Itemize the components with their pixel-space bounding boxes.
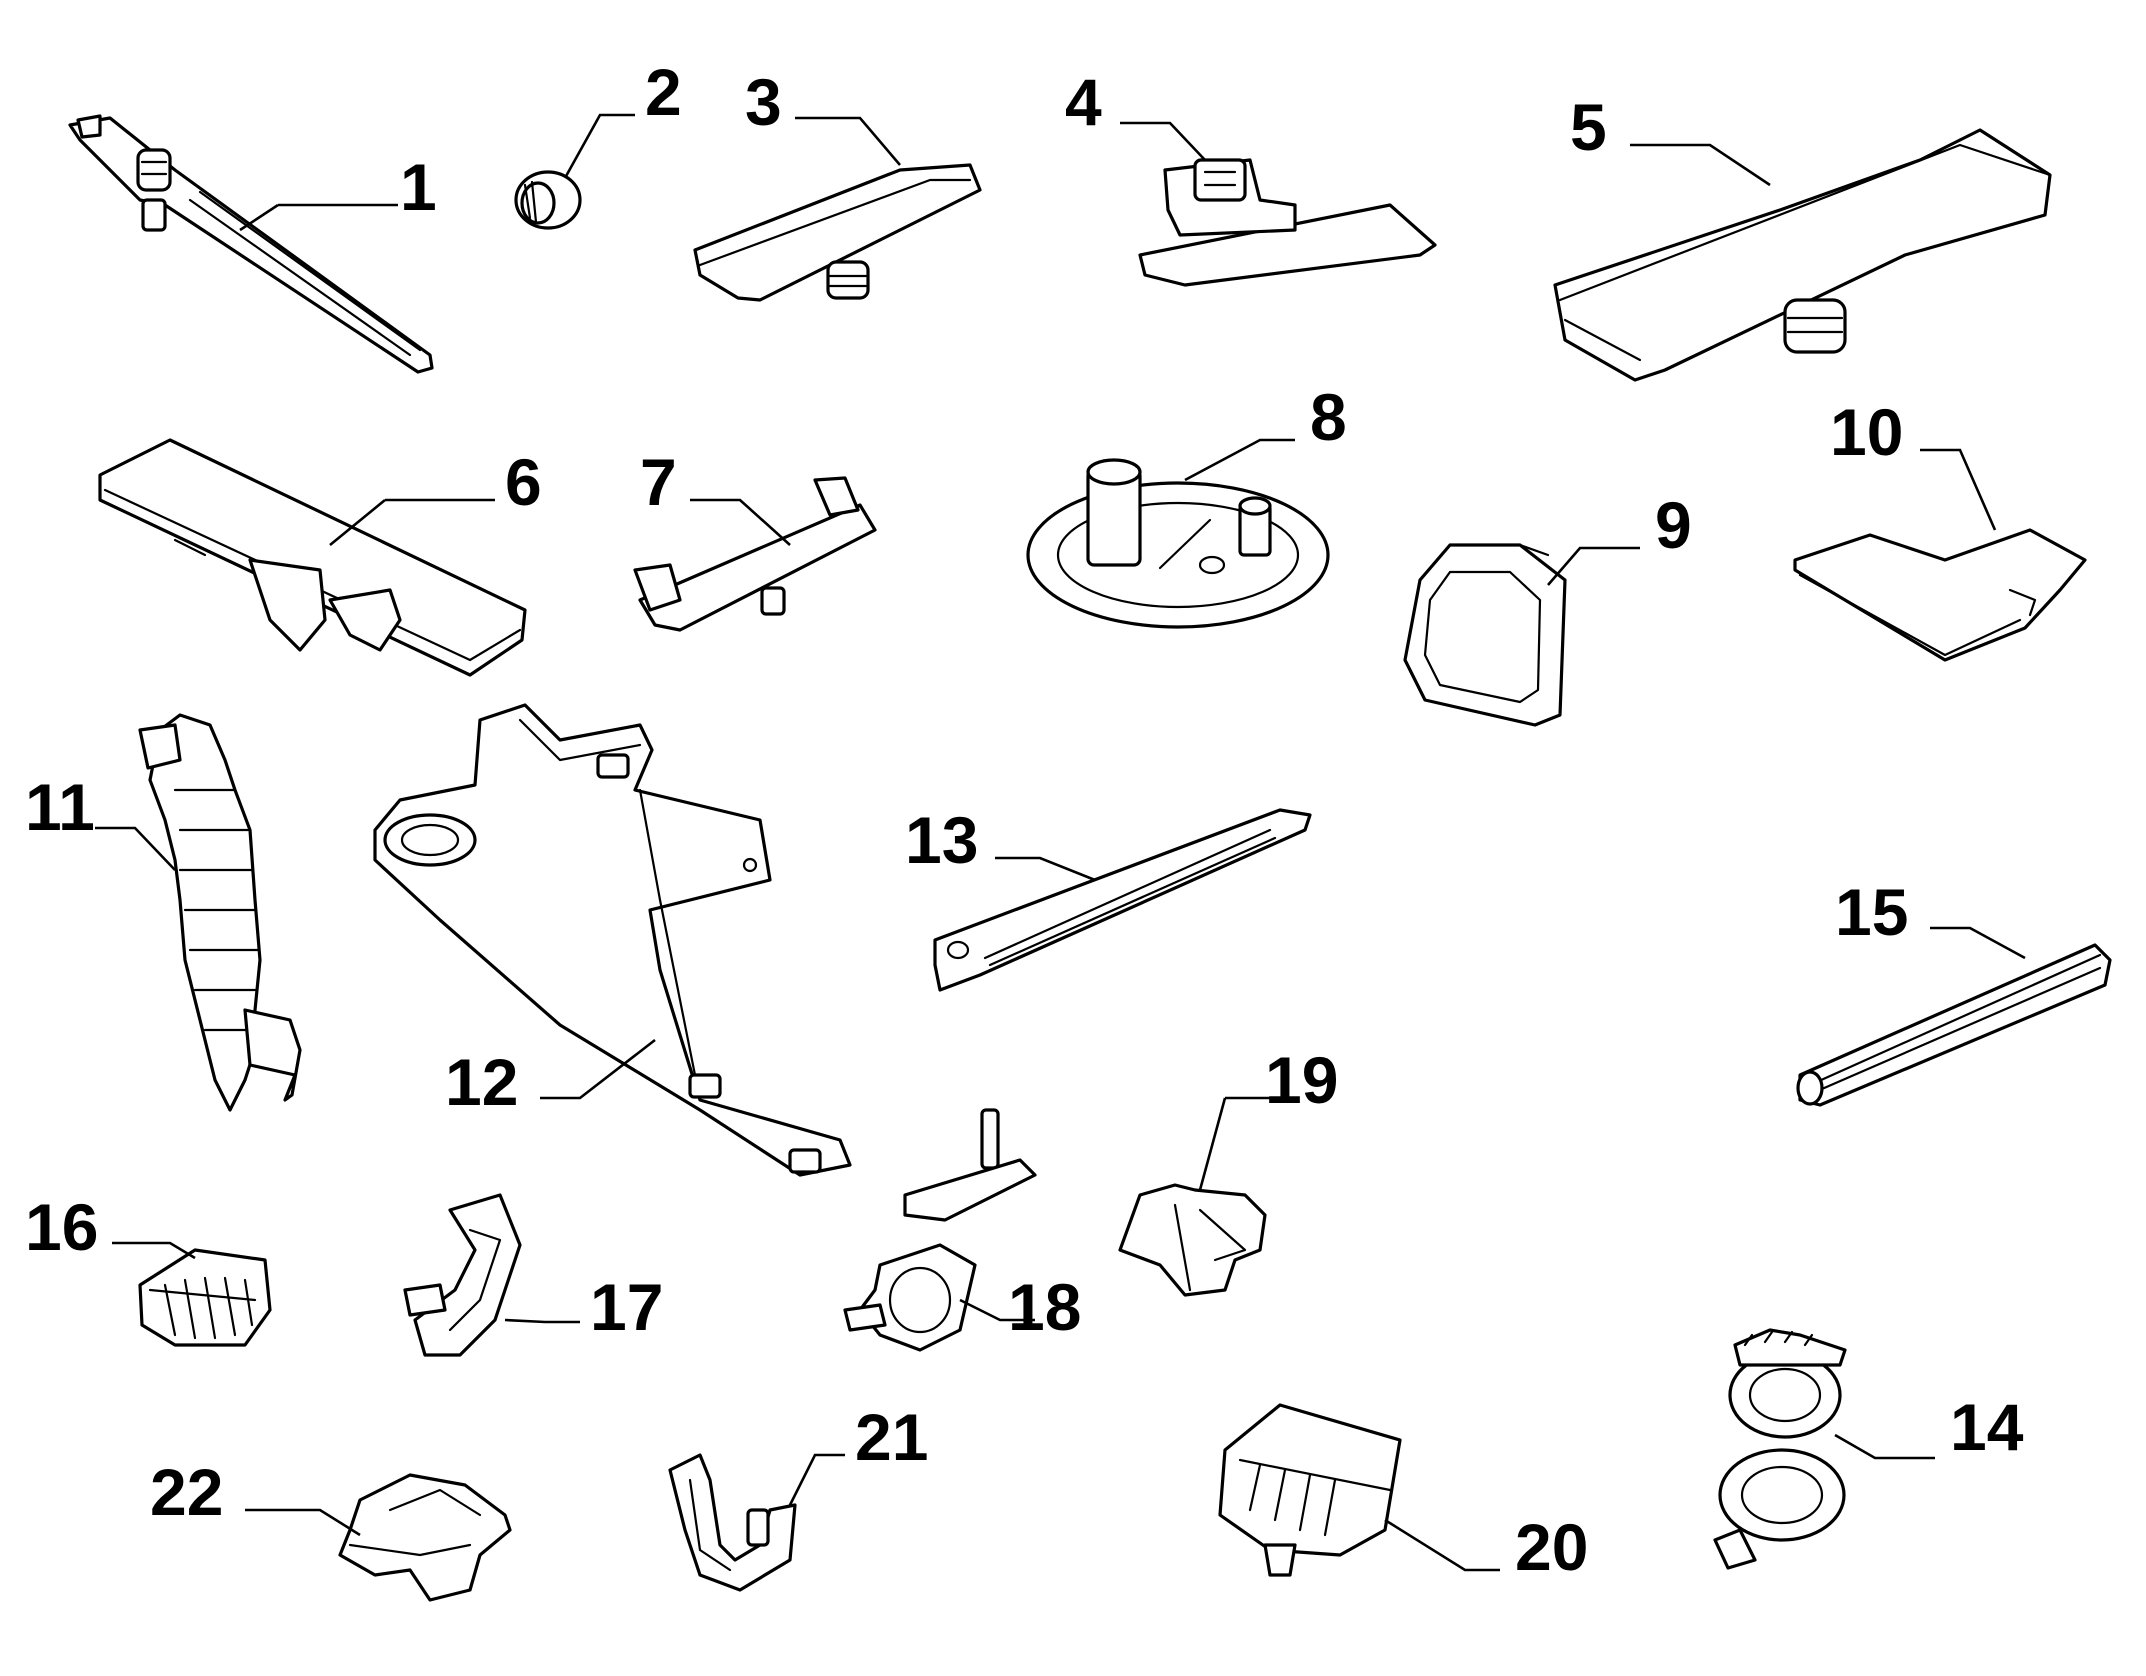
callout-14: 14 — [1950, 1390, 2024, 1464]
part-12-bracket — [373, 703, 852, 1177]
callout-12: 12 — [445, 1045, 518, 1119]
leader-19 — [1198, 1096, 1270, 1191]
callout-13: 13 — [905, 803, 978, 877]
leader-16 — [112, 1241, 196, 1260]
callout-16: 16 — [25, 1190, 98, 1264]
callout-22: 22 — [150, 1455, 223, 1529]
leader-9 — [1547, 546, 1640, 586]
leader-3 — [795, 116, 901, 166]
leader-13 — [995, 856, 1096, 882]
leader-18 — [959, 1298, 1035, 1322]
part-7-rail-clip — [633, 476, 877, 632]
callout-18: 18 — [1008, 1270, 1081, 1344]
leader-11 — [95, 826, 176, 871]
leader-5 — [1630, 143, 1771, 187]
leader-20 — [1384, 1518, 1500, 1572]
part-9-rect-grommet — [1403, 543, 1567, 727]
part-1-cable-tie — [68, 114, 434, 374]
callout-1: 1 — [400, 150, 437, 224]
leader-8 — [1184, 438, 1295, 482]
leader-15 — [1930, 926, 2026, 960]
leader-2 — [563, 113, 635, 179]
part-11-hose — [138, 713, 302, 1112]
leader-17 — [504, 1318, 580, 1324]
part-17-pipe-clip — [403, 1193, 522, 1357]
leader-10 — [1920, 448, 1997, 531]
callout-15: 15 — [1835, 875, 1908, 949]
callout-19: 19 — [1265, 1043, 1338, 1117]
leader-1 — [239, 203, 398, 232]
callout-17: 17 — [590, 1270, 663, 1344]
part-8-oval-grommet — [1026, 458, 1330, 629]
leader-7 — [690, 498, 791, 546]
callout-3: 3 — [745, 65, 782, 139]
part-2-grommet — [514, 170, 582, 230]
part-5-long-clip — [1553, 128, 2052, 382]
callout-6: 6 — [505, 445, 542, 519]
part-20-block-connector — [1218, 1403, 1402, 1577]
callout-4: 4 — [1065, 65, 1102, 139]
callout-5: 5 — [1570, 90, 1607, 164]
part-21-cable-clip — [668, 1453, 797, 1592]
callout-10: 10 — [1830, 395, 1903, 469]
part-16-block-clip — [138, 1248, 272, 1347]
part-14-double-ring — [1713, 1328, 1847, 1570]
part-13-cable-tie — [933, 808, 1312, 992]
callout-11: 11 — [25, 770, 95, 844]
callout-9: 9 — [1655, 488, 1692, 562]
part-3-flat-clip — [693, 163, 982, 302]
callout-8: 8 — [1310, 380, 1347, 454]
leader-4 — [1120, 121, 1206, 161]
leader-14 — [1834, 1433, 1935, 1460]
part-6-channel-clip — [98, 438, 527, 677]
callout-21: 21 — [855, 1400, 928, 1474]
callout-2: 2 — [645, 55, 682, 129]
leader-22 — [245, 1508, 361, 1537]
leader-21 — [788, 1453, 845, 1506]
part-15-edge-trim — [1796, 943, 2112, 1107]
part-18-stud-clamp — [843, 1108, 1037, 1352]
callout-20: 20 — [1515, 1510, 1588, 1584]
part-4-bracket-clip — [1138, 158, 1437, 287]
callout-7: 7 — [640, 445, 677, 519]
leader-6 — [329, 498, 495, 547]
leader-12 — [540, 1038, 656, 1100]
part-10-l-plate — [1793, 528, 2087, 662]
part-22-saddle-clip — [338, 1473, 512, 1602]
part-19-spring-clip — [1118, 1183, 1267, 1297]
